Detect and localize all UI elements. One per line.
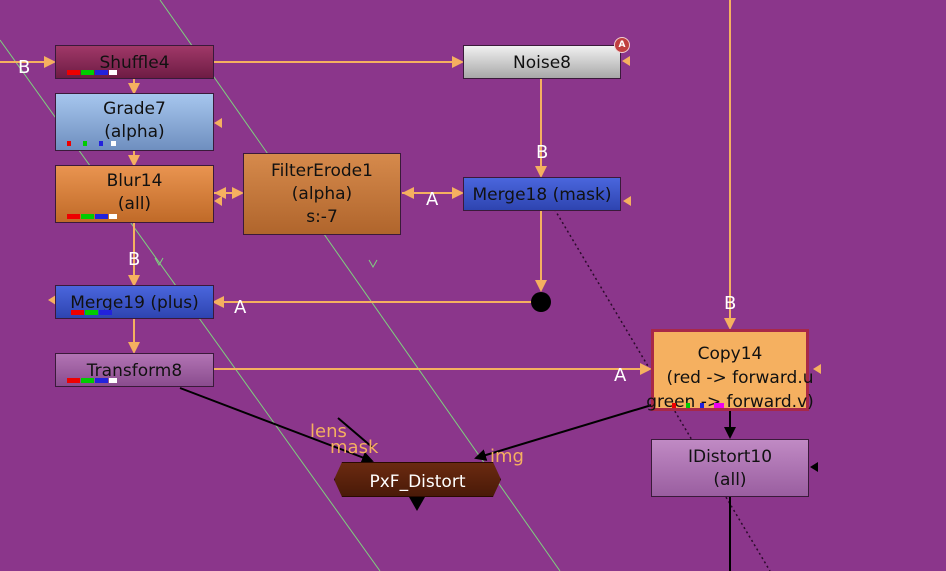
node-label: Transform8 bbox=[86, 361, 183, 381]
mask-input-arrow bbox=[214, 118, 222, 128]
node-label: PxF_Distort bbox=[369, 472, 466, 492]
input-label-b: B bbox=[724, 293, 737, 314]
node-idistort10[interactable]: IDistort10 (all) bbox=[651, 439, 809, 497]
dot-node[interactable] bbox=[531, 292, 551, 312]
channel-indicator bbox=[62, 141, 122, 146]
node-sublabel: (alpha) bbox=[291, 184, 353, 204]
node-copy14[interactable]: Copy14 (red -> forward.u green -> forwar… bbox=[646, 329, 814, 412]
node-label: IDistort10 bbox=[687, 447, 773, 467]
channel-indicator bbox=[668, 403, 728, 408]
input-label-b: B bbox=[536, 142, 549, 163]
mask-input-arrow bbox=[622, 56, 630, 66]
mask-input-arrow bbox=[214, 196, 222, 206]
animated-badge-icon: A bbox=[614, 37, 630, 53]
node-sublabel: (all) bbox=[713, 470, 747, 490]
node-filter-erode1[interactable]: FilterErode1 (alpha) s:-7 bbox=[243, 153, 401, 235]
mask-input-arrow bbox=[810, 462, 818, 472]
node-label: Noise8 bbox=[513, 53, 571, 73]
input-label-img: img bbox=[490, 446, 524, 467]
input-label-a: A bbox=[234, 297, 247, 318]
mask-input-arrow bbox=[813, 364, 821, 374]
node-merge18[interactable]: Merge18 (mask) bbox=[463, 177, 621, 211]
node-label: Shuffle4 bbox=[99, 53, 170, 73]
node-label: Merge19 (plus) bbox=[70, 293, 199, 313]
mask-input-arrow bbox=[623, 196, 631, 206]
node-sublabel: green -> forward.v) bbox=[646, 392, 814, 412]
node-sublabel: s:-7 bbox=[306, 207, 338, 227]
node-merge19[interactable]: Merge19 (plus) bbox=[55, 285, 214, 319]
node-noise8[interactable]: Noise8 bbox=[463, 45, 621, 79]
input-label-a: A bbox=[614, 365, 627, 386]
node-sublabel: (red -> forward.u bbox=[666, 368, 814, 388]
node-transform8[interactable]: Transform8 bbox=[55, 353, 214, 387]
node-label: Copy14 bbox=[697, 344, 763, 364]
input-label-mask: mask bbox=[330, 437, 379, 458]
input-label-a: A bbox=[426, 189, 439, 210]
node-shuffle4[interactable]: Shuffle4 bbox=[55, 45, 214, 79]
channel-indicator bbox=[62, 70, 122, 75]
chevron-marker-icon bbox=[154, 257, 164, 267]
pipe-transform-pxf-lens bbox=[179, 387, 374, 464]
node-label: Blur14 bbox=[106, 171, 163, 191]
node-label: Grade7 bbox=[103, 99, 166, 119]
mask-input-arrow bbox=[48, 295, 56, 305]
node-blur14[interactable]: Blur14 (all) bbox=[55, 165, 214, 223]
expression-link bbox=[551, 204, 771, 571]
channel-indicator bbox=[62, 378, 122, 383]
node-sublabel: (all) bbox=[117, 194, 152, 214]
chevron-marker-icon bbox=[368, 259, 378, 269]
pipe-pxf-mask bbox=[337, 417, 373, 448]
node-pxf-distort[interactable]: PxF_Distort bbox=[334, 462, 501, 497]
node-label: Merge18 (mask) bbox=[472, 185, 612, 205]
pipe-copy-pxf-img bbox=[474, 403, 656, 461]
node-label: FilterErode1 bbox=[271, 161, 373, 181]
input-label-b: B bbox=[18, 57, 31, 78]
channel-indicator bbox=[62, 310, 122, 315]
channel-indicator bbox=[62, 214, 122, 219]
input-label-b: B bbox=[128, 249, 141, 270]
node-grade7[interactable]: Grade7 (alpha) bbox=[55, 93, 214, 151]
node-sublabel: (alpha) bbox=[104, 122, 165, 142]
input-label-lens: lens bbox=[310, 421, 347, 442]
pxf-output-arrow bbox=[409, 497, 425, 511]
